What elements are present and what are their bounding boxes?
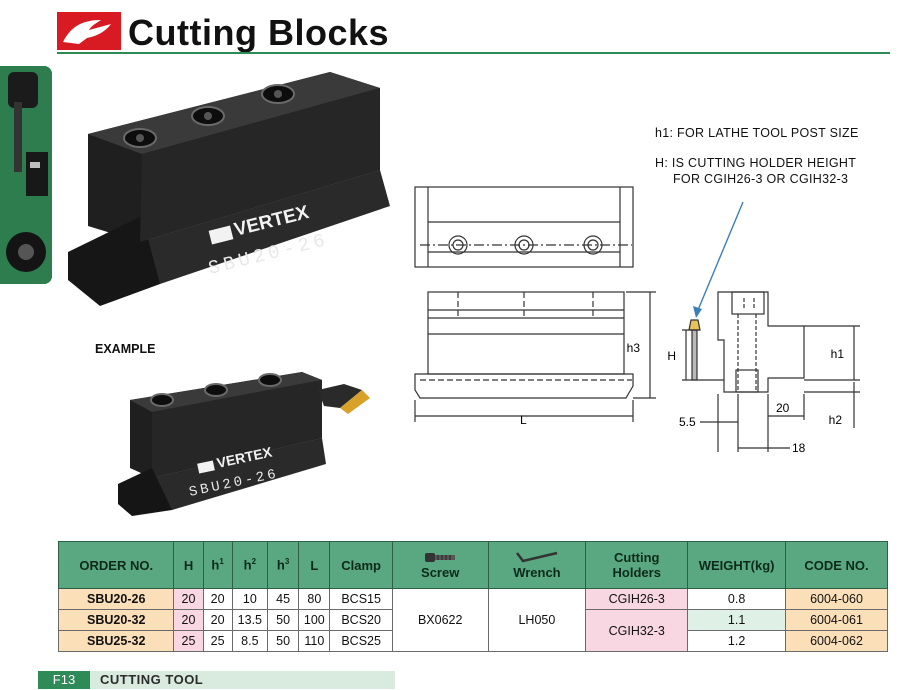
dim-5-5: 5.5 [679,415,696,429]
cell-clamp: BCS25 [329,630,393,652]
cell-code: 6004-061 [784,609,889,631]
table-header-row: ORDER NO. H h1 h2 h3 L Clamp Screw Wrenc… [57,541,889,589]
col-h2: h2 [231,541,269,589]
cell-screw: BX0622 [391,588,489,652]
table-row: SBU20-26 20 20 10 45 80 BCS15 BX0622 LH0… [57,588,889,652]
col-code: CODE NO. [784,541,889,589]
col-clamp: Clamp [329,541,393,589]
cell-order: SBU25-32 [57,630,175,652]
dim-L: L [520,413,527,427]
dim-18: 18 [792,441,806,455]
dim-h3: h3 [627,341,641,355]
cell-clamp: BCS15 [329,588,393,610]
cell-weight: 0.8 [687,588,786,610]
brand-logo-icon [57,12,121,50]
cell-h3: 50 [267,630,300,652]
footer-bar [90,671,395,689]
cutting-block-photo: VERTEX SBU20-26 [68,72,390,306]
dim-h1: h1 [831,347,845,361]
col-screw: Screw [391,541,489,589]
screw-icon [425,553,456,562]
col-h1: h1 [202,541,233,589]
cell-holder-b: CGIH32-3 [585,609,689,652]
h1-note: h1: FOR LATHE TOOL POST SIZE [655,126,859,140]
h-note-line2: FOR CGIH26-3 OR CGIH32-3 [673,172,849,186]
dim-H: H [667,349,676,363]
h-note-line1: H: IS CUTTING HOLDER HEIGHT [655,156,857,170]
footer-section: CUTTING TOOL [100,672,204,687]
cell-holder-a: CGIH26-3 [585,588,689,610]
cell-L: 100 [298,609,331,631]
table-row: SBU20-32 20 20 13.5 50 100 BCS20 CGIH32-… [57,609,889,652]
cell-h2: 8.5 [231,630,269,652]
cell-H: 20 [173,609,204,631]
col-L: L [298,541,331,589]
table-row: SBU25-32 25 25 8.5 50 110 BCS25 1.2 6004… [57,630,889,652]
cell-h2: 13.5 [231,609,269,631]
col-wrench: Wrench [487,541,587,589]
dimension-drawing: h3 L H h1 h2 5.5 20 18 [414,186,860,455]
cell-h2: 10 [231,588,269,610]
wrench-icon [515,551,558,563]
example-label: EXAMPLE [95,342,156,356]
cell-h1: 25 [202,630,233,652]
cell-code: 6004-062 [784,630,889,652]
cell-code: 6004-060 [784,588,889,610]
cell-order: SBU20-32 [57,609,175,631]
title-divider [57,52,890,54]
cell-H: 20 [173,588,204,610]
cell-h1: 20 [202,609,233,631]
cell-order: SBU20-26 [57,588,175,610]
cell-L: 110 [298,630,331,652]
footer-page-number: F13 [38,671,90,689]
spec-table: ORDER NO. H h1 h2 h3 L Clamp Screw Wrenc… [57,541,889,652]
cell-H: 25 [173,630,204,652]
dim-h2: h2 [829,413,843,427]
cell-h3: 45 [267,588,300,610]
cell-weight: 1.2 [687,630,786,652]
cell-h1: 20 [202,588,233,610]
cell-weight: 1.1 [687,609,786,631]
page-title: Cutting Blocks [128,12,390,53]
example-block-photo: VERTEX SBU20-26 [118,372,370,516]
cell-clamp: BCS20 [329,609,393,631]
cell-wrench: LH050 [487,588,587,652]
dim-20: 20 [776,401,790,415]
cell-L: 80 [298,588,331,610]
col-order: ORDER NO. [57,541,175,589]
cell-h3: 50 [267,609,300,631]
col-H: H [173,541,204,589]
side-photo-strip [0,66,52,284]
col-weight: WEIGHT(kg) [687,541,786,589]
col-h3: h3 [267,541,300,589]
